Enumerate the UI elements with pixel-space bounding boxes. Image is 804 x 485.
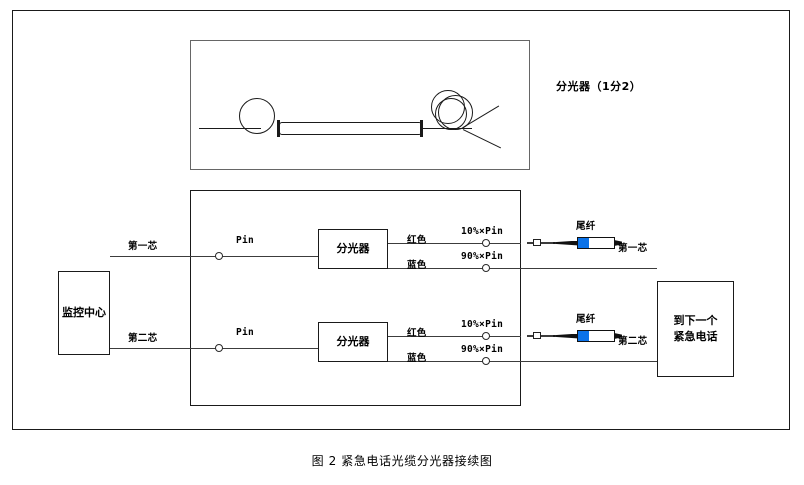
row1-core-label-right: 第一芯 — [618, 243, 648, 254]
wire-row2-blue-output — [388, 361, 657, 363]
pigtail-row1-ferrule-tip — [614, 240, 622, 246]
pigtail-row2-blue-band — [578, 331, 589, 341]
row1-red-value: 10%×Pin — [461, 226, 504, 237]
pigtail-row1-boot — [553, 240, 579, 246]
splice-closure-frame — [190, 190, 521, 406]
illustration-sleeve-cap-left — [277, 120, 280, 137]
wire-row1-input — [110, 256, 318, 258]
splice-point-row1-red — [482, 239, 490, 247]
row2-core-label-left: 第二芯 — [128, 333, 158, 344]
row2-blue-label: 蓝色 — [407, 353, 427, 364]
row2-core-label-right: 第二芯 — [618, 336, 648, 347]
splice-point-row1-blue — [482, 264, 490, 272]
illustration-input-fiber — [199, 128, 261, 130]
row1-core-label-left: 第一芯 — [128, 241, 158, 252]
pigtail-row1-clip — [533, 239, 541, 246]
monitoring-center-label: 监控中心 — [62, 306, 106, 320]
destination-label: 到下一个 紧急电话 — [673, 314, 718, 343]
illustration-protective-sleeve — [279, 122, 422, 135]
pigtail-row2-ferrule-tip — [614, 333, 622, 339]
row2-blue-value: 90%×Pin — [461, 344, 504, 355]
row1-pigtail-label: 尾纤 — [576, 221, 596, 232]
pigtail-connector-row1[interactable] — [527, 236, 623, 250]
row1-red-label: 红色 — [407, 235, 427, 246]
splitter-box-2-label: 分光器 — [336, 335, 370, 349]
row1-blue-value: 90%×Pin — [461, 251, 504, 262]
row2-red-value: 10%×Pin — [461, 319, 504, 330]
illustration-fiber-coil-right-c — [435, 98, 467, 130]
splice-point-row2-input — [215, 344, 223, 352]
splitter-box-1-label: 分光器 — [336, 242, 370, 256]
pigtail-row2-boot — [553, 333, 579, 339]
wire-row2-red-output — [388, 336, 521, 338]
splice-point-row1-input — [215, 252, 223, 260]
wire-row2-input — [110, 348, 318, 350]
pigtail-row2-lead — [527, 335, 555, 337]
row1-pin-label: Pin — [236, 235, 255, 246]
row2-pin-label: Pin — [236, 327, 255, 338]
splitter-box-2[interactable]: 分光器 — [318, 322, 388, 362]
monitoring-center-box[interactable]: 监控中心 — [58, 271, 110, 355]
row1-blue-label: 蓝色 — [407, 260, 427, 271]
illustration-branch-fiber-lower — [462, 129, 502, 149]
outer-frame — [12, 10, 790, 430]
splitter-box-1[interactable]: 分光器 — [318, 229, 388, 269]
illustration-fiber-coil-left — [239, 98, 275, 134]
splitter-illustration-label: 分光器（1分2） — [556, 80, 642, 93]
splice-point-row2-blue — [482, 357, 490, 365]
row2-pigtail-label: 尾纤 — [576, 314, 596, 325]
wire-row1-blue-output — [388, 268, 657, 270]
splice-point-row2-red — [482, 332, 490, 340]
row2-red-label: 红色 — [407, 328, 427, 339]
pigtail-row2-clip — [533, 332, 541, 339]
splitter-illustration-panel — [190, 40, 530, 170]
pigtail-row1-blue-band — [578, 238, 589, 248]
pigtail-connector-row2[interactable] — [527, 329, 623, 343]
pigtail-row1-lead — [527, 242, 555, 244]
wire-row1-red-output — [388, 243, 521, 245]
destination-box[interactable]: 到下一个 紧急电话 — [657, 281, 734, 377]
figure-caption: 图 2 紧急电话光缆分光器接续图 — [311, 454, 493, 468]
